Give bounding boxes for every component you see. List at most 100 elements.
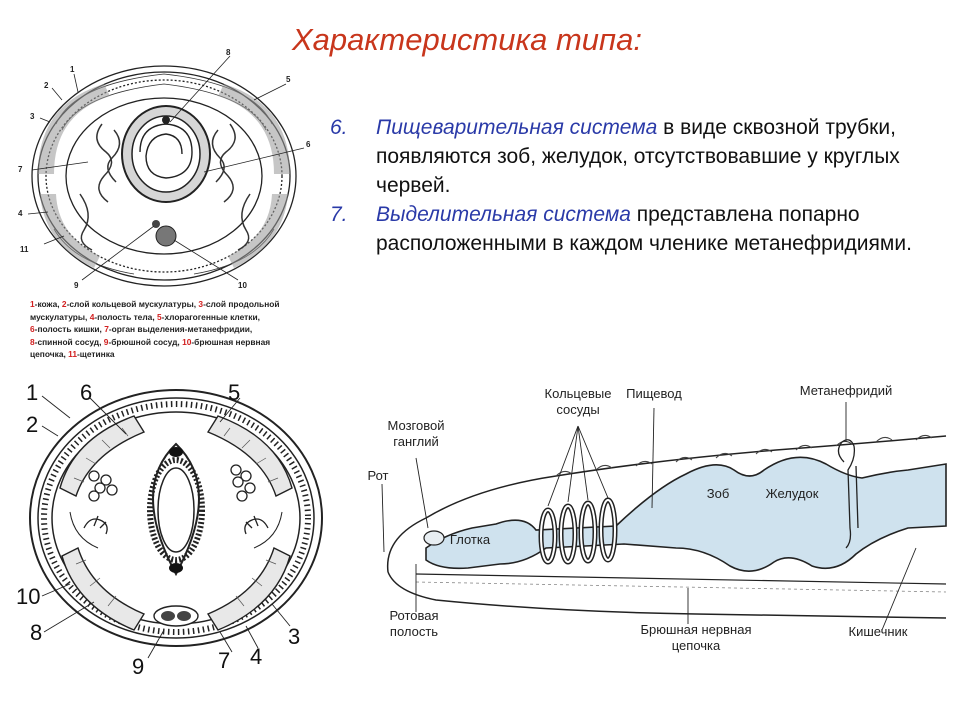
caption-number: 1 <box>30 299 35 309</box>
point-term: Выделительная система <box>376 203 631 226</box>
fig1-label-2: 2 <box>44 81 49 90</box>
fig1-label-4: 4 <box>18 209 23 218</box>
fig2-label-2: 2 <box>26 412 38 437</box>
label-line: Ротовая <box>389 608 438 623</box>
caption-text: -брюшная нервная <box>191 336 271 347</box>
point-digestive: 6. Пищеварительная система в виде сквозн… <box>330 113 930 200</box>
label-leader-lines <box>381 402 917 631</box>
point-text: Выделительная система представлена попар… <box>376 200 930 258</box>
label-line: Брюшная нервная <box>641 622 752 637</box>
label-line: ганглий <box>393 434 438 449</box>
digestive-tract <box>425 456 947 572</box>
ventral-nerve-cord <box>155 225 177 247</box>
label-line: Мозговой <box>388 418 445 433</box>
label-mouth: Рот <box>368 468 389 483</box>
fig1-label-10: 10 <box>238 281 247 290</box>
fig2-label-6: 6 <box>80 380 92 405</box>
label-stomach: Желудок <box>766 486 819 501</box>
fig2-label-8: 8 <box>30 620 42 645</box>
caption-line: мускулатуры, 4-полость тела, 5-хлорагоге… <box>30 311 326 324</box>
point-term: Пищеварительная система <box>376 116 658 139</box>
caption-text: -хлорагогенные клетки, <box>161 311 260 322</box>
brain-ganglion <box>423 530 445 546</box>
label-line: Кольцевые <box>545 386 612 401</box>
caption-text: -щетинка <box>77 349 115 360</box>
label-metanephridium: Метанефридий <box>800 383 893 398</box>
cross-section-figure-2: 1 2 6 5 10 8 3 7 4 9 <box>16 380 323 678</box>
label-line: полость <box>390 624 438 639</box>
label-line: сосуды <box>556 402 599 417</box>
fig1-label-7: 7 <box>18 165 23 174</box>
fig1-label-9: 9 <box>74 281 79 290</box>
caption-number: 2 <box>61 299 67 309</box>
fig1-label-8: 8 <box>226 48 231 57</box>
caption-number: 4 <box>89 311 95 322</box>
metanephridia <box>69 511 283 549</box>
caption-text: -полость кишки, <box>34 324 105 335</box>
fig1-label-11: 11 <box>20 245 29 254</box>
point-excretory: 7. Выделительная система представлена по… <box>330 200 930 258</box>
label-crop: Зоб <box>707 486 730 501</box>
fig1-label-5: 5 <box>286 75 291 84</box>
label-esophagus: Пищевод <box>626 386 682 401</box>
caption-line: цепочка, 11-щетинка <box>30 348 326 361</box>
intestine-section <box>147 442 205 577</box>
muscle-bands <box>59 415 293 631</box>
caption-line: 8-спинной сосуд, 9-брюшной сосуд, 10-брю… <box>30 336 326 349</box>
fig2-label-5: 5 <box>228 380 240 405</box>
point-description: в виде сквозной трубки, появляются зоб, … <box>376 116 900 197</box>
caption-line: 1-кожа, 2-слой кольцевой мускулатуры, 3-… <box>30 298 326 311</box>
label-line: цепочка <box>672 638 721 653</box>
caption-number: 9 <box>103 336 109 347</box>
fig1-label-1: 1 <box>70 65 75 74</box>
fig2-label-1: 1 <box>26 380 38 405</box>
fig1-label-3: 3 <box>30 112 35 121</box>
label-intestine: Кишечник <box>849 624 908 639</box>
caption-number: 6 <box>30 324 35 335</box>
figure-1-caption: 1-кожа, 2-слой кольцевой мускулатуры, 3-… <box>30 298 326 361</box>
segment-folds <box>555 434 933 477</box>
point-number: 7. <box>330 203 348 226</box>
intestine-section <box>121 105 211 203</box>
metanephridium-coil <box>837 439 859 549</box>
caption-text: мускулатуры, <box>30 311 90 322</box>
fig1-label-6: 6 <box>306 140 311 149</box>
caption-number: 3 <box>198 299 204 309</box>
caption-number: 10 <box>182 336 192 347</box>
caption-text: цепочка, <box>30 349 69 360</box>
label-leader-lines <box>41 395 291 659</box>
cross-section-figure-1: 1 2 3 8 5 6 7 4 11 9 10 <box>18 48 311 290</box>
label-pharynx: Глотка <box>450 532 491 547</box>
caption-text: -полость тела, <box>94 311 157 322</box>
caption-text: -слой продольной <box>203 299 280 309</box>
caption-text: -брюшной сосуд, <box>108 336 183 347</box>
metanephridia-squiggles <box>79 123 251 251</box>
caption-number: 5 <box>156 311 162 322</box>
point-text: Пищеварительная система в виде сквозной … <box>376 113 930 200</box>
caption-text: -спинной сосуд, <box>34 336 104 347</box>
caption-number: 11 <box>68 349 77 360</box>
caption-text: -орган выделения-метанефридии, <box>108 324 253 335</box>
chloragogen-cells <box>88 464 256 502</box>
caption-text: -слой кольцевой мускулатуры, <box>66 299 199 309</box>
label-leader-lines <box>27 55 305 281</box>
caption-line: 6-полость кишки, 7-орган выделения-метан… <box>30 323 326 336</box>
point-number: 6. <box>330 116 348 139</box>
fig2-label-9: 9 <box>132 654 144 678</box>
slide-title: Характеристика типа: <box>292 22 642 57</box>
caption-text: -кожа, <box>34 299 62 309</box>
caption-number: 7 <box>104 324 109 335</box>
point-description: представлена попарно расположенными в ка… <box>376 203 912 255</box>
ventral-nerve-cord <box>153 605 199 627</box>
caption-number: 8 <box>30 336 35 347</box>
fig2-label-4: 4 <box>250 644 262 669</box>
fig2-label-7: 7 <box>218 648 230 673</box>
fig2-label-10: 10 <box>16 584 40 609</box>
characteristics-list: 6. Пищеварительная система в виде сквозн… <box>330 113 930 258</box>
fig2-label-3: 3 <box>288 624 300 649</box>
